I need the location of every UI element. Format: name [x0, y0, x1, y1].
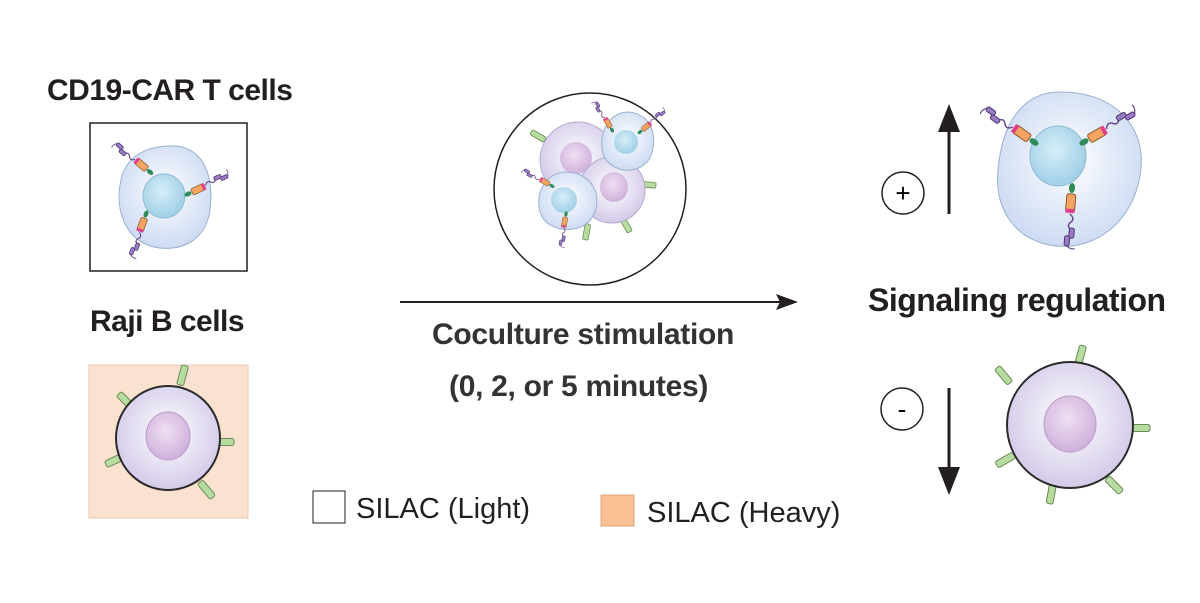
b-cell-right	[993, 344, 1151, 505]
t-cells-label: CD19-CAR T cells	[47, 74, 293, 107]
legend-heavy-label: SILAC (Heavy)	[647, 497, 841, 529]
stimulation-time-label: (0, 2, or 5 minutes)	[449, 370, 709, 403]
plus-sign: +	[895, 178, 910, 208]
plus-circle	[881, 171, 925, 215]
b-cells-label: Raji B cells	[90, 305, 245, 338]
coculture-cells	[520, 99, 668, 249]
t-cell-right	[978, 91, 1142, 250]
b-cell-left	[103, 364, 235, 501]
minus-sign: -	[898, 394, 907, 424]
stimulation-label: Coculture stimulation	[432, 318, 735, 351]
down-arrow	[938, 388, 960, 495]
legend-heavy-swatch	[600, 494, 635, 527]
minus-circle	[880, 387, 924, 431]
legend-light-swatch	[312, 490, 346, 524]
signaling-label: Signaling regulation	[868, 282, 1166, 318]
legend-light-label: SILAC (Light)	[356, 493, 531, 525]
stimulation-arrow	[400, 294, 798, 310]
t-cell-left	[110, 139, 232, 260]
up-arrow	[938, 104, 960, 214]
